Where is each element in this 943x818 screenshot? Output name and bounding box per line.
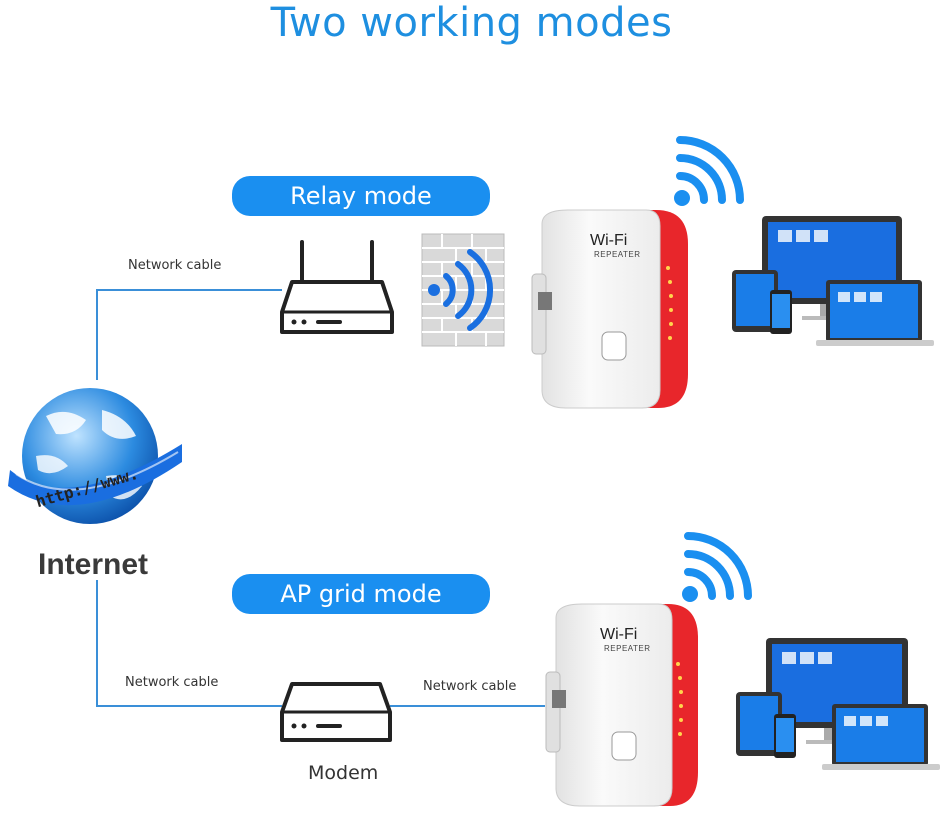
wifi-signal-icon-top (674, 136, 744, 206)
devices-icon-top (732, 216, 934, 346)
brick-wall-signal-icon (421, 233, 505, 347)
repeater-model-label: REPEATER (594, 250, 641, 259)
relay-cable-label: Network cable (128, 258, 222, 273)
modem-icon (280, 682, 392, 742)
repeater-body-icon (531, 209, 688, 409)
wifi-repeater-device: Wi-Fi REPEATER (528, 204, 692, 410)
repeater-body-icon-ap (545, 603, 698, 807)
repeater-brand-label: Wi-Fi (590, 232, 628, 249)
router-icon (280, 240, 394, 334)
globe-icon (8, 388, 182, 524)
repeater-brand-label-ap: Wi-Fi (600, 626, 638, 643)
page-title: Two working modes (270, 0, 673, 46)
wifi-repeater-device-ap: Wi-Fi REPEATER (540, 598, 704, 808)
relay-mode-pill: Relay mode (232, 176, 490, 216)
wifi-signal-icon-bottom (682, 532, 752, 602)
devices-icon-bottom (736, 638, 940, 770)
internet-label: Internet (38, 548, 149, 581)
ap-mode-pill: AP grid mode (232, 574, 490, 614)
modem-label: Modem (308, 762, 379, 784)
repeater-model-label-ap: REPEATER (604, 644, 651, 653)
ap-cable-label-left: Network cable (125, 675, 219, 690)
ap-cable-label-right: Network cable (423, 679, 517, 694)
